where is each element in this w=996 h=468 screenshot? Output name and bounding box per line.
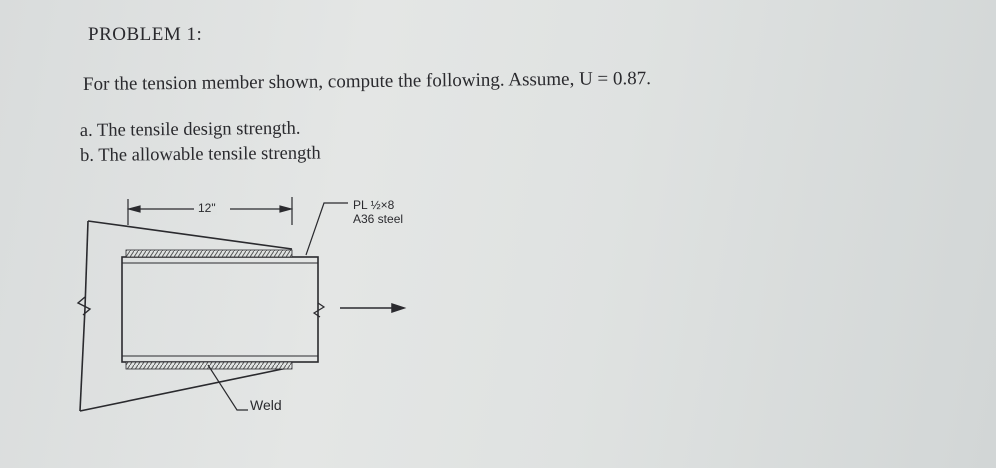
- plate-material: A36 steel: [353, 212, 404, 226]
- tension-member-drawing: [76, 197, 407, 412]
- dimension-label: 12": [197, 201, 217, 215]
- dimension-line: [126, 197, 294, 225]
- problem-heading: PROBLEM 1:: [88, 24, 203, 45]
- plate-callout-leader: [305, 202, 348, 256]
- weld-top: [125, 249, 293, 258]
- tension-member-figure: 12" PL ½×8 A36 steel Weld: [62, 185, 462, 425]
- task-a: a. The tensile design strength.: [79, 118, 301, 142]
- problem-statement: For the tension member shown, compute th…: [82, 68, 652, 95]
- weld-label: Weld: [250, 397, 282, 413]
- plate-callout: PL ½×8 A36 steel: [353, 198, 403, 226]
- tension-plate: [121, 256, 326, 363]
- weld-callout-leader: [207, 364, 248, 411]
- plate-spec: PL ½×8: [353, 198, 395, 212]
- gusset-plate: [76, 220, 293, 412]
- task-b: b. The allowable tensile strength: [80, 143, 321, 166]
- task-list: a. The tensile design strength. b. The a…: [80, 116, 321, 169]
- load-arrow: [340, 302, 407, 314]
